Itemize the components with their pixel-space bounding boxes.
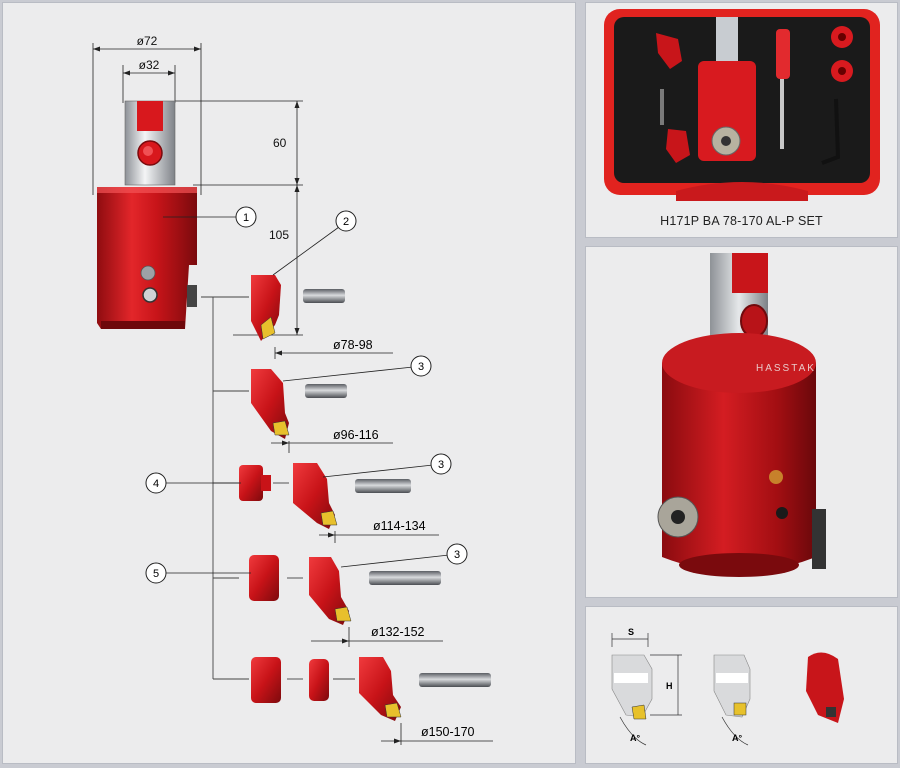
set-case-panel: H171P BA 78-170 AL-P SET	[585, 2, 898, 238]
product-photo-panel: HASSTAK	[585, 246, 898, 598]
brand-label: HASSTAK	[756, 363, 816, 374]
square-insert-holder	[713, 654, 751, 718]
set-case-illustration	[604, 9, 880, 201]
insert-detail-panel: S H A° A°	[585, 606, 898, 764]
range-1: ø78-98	[333, 338, 373, 352]
callout-2: 2	[343, 216, 349, 228]
triangular-insert-holder	[611, 654, 653, 720]
dim-shank-diameter: ø32	[139, 58, 160, 72]
tool-holder-large	[293, 463, 338, 529]
extension-ring-thin	[309, 659, 329, 701]
shank	[124, 100, 176, 186]
callout-1: 1	[243, 212, 249, 224]
boring-head-body	[97, 187, 197, 329]
bolt	[369, 571, 441, 585]
bolt	[419, 673, 491, 687]
boring-head-diagram: ø72 ø32 60 105 1 2	[92, 34, 493, 745]
range-3: ø114-134	[373, 519, 426, 533]
bolt	[355, 479, 411, 493]
dim-body-diameter: ø72	[137, 34, 158, 48]
insert-label-h: H	[666, 681, 673, 691]
insert-angle-1: A°	[630, 733, 640, 743]
callout-3: 3	[438, 459, 444, 471]
insert-geometry-diagram: S H A° A°	[611, 627, 844, 746]
extension-ring-4	[239, 465, 271, 501]
extension-ring	[251, 657, 281, 703]
range-2: ø96-116	[333, 428, 379, 442]
tool-holder-small	[251, 275, 281, 341]
extension-ring-5	[249, 555, 279, 601]
callout-5: 5	[153, 568, 159, 580]
insert-angle-2: A°	[732, 733, 742, 743]
assembly-tree-lines	[201, 296, 355, 680]
tool-holder-xlarge	[309, 557, 352, 625]
tool-holder-medium	[251, 369, 290, 439]
bolt	[305, 384, 347, 398]
holder-photo	[806, 652, 844, 723]
insert-label-s: S	[628, 627, 634, 637]
tool-holder-xxlarge	[359, 657, 402, 721]
callout-3: 3	[418, 361, 424, 373]
technical-drawing-panel: ø72 ø32 60 105 1 2	[2, 2, 576, 764]
callout-3: 3	[454, 549, 460, 561]
dim-shank-length: 60	[273, 136, 287, 150]
bolt	[303, 289, 345, 303]
boring-head-photo: HASSTAK	[657, 253, 826, 577]
callout-4: 4	[153, 478, 159, 490]
set-caption: H171P BA 78-170 AL-P SET	[660, 214, 823, 228]
dim-body-length: 105	[269, 228, 289, 242]
range-5: ø150-170	[421, 725, 475, 739]
range-4: ø132-152	[371, 625, 425, 639]
